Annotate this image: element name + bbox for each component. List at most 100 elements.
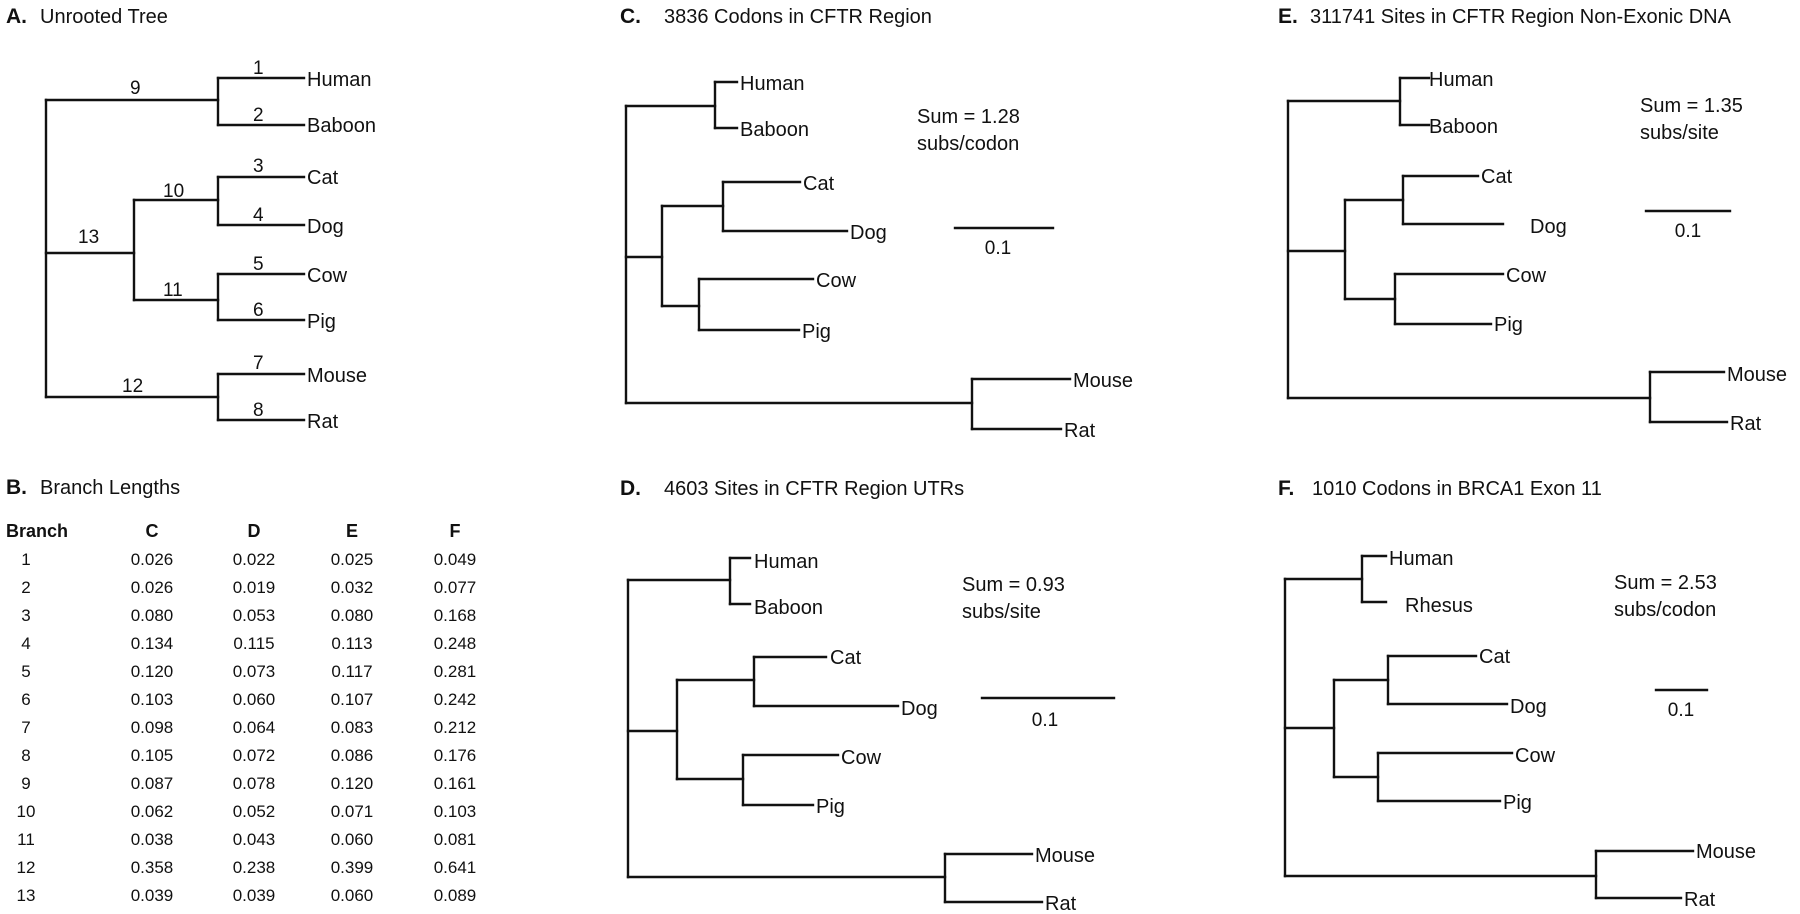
branch-id-cell: 13 xyxy=(17,886,36,905)
leaf-label: Cat xyxy=(1479,646,1511,668)
leaf-label: Pig xyxy=(307,311,336,333)
leaf-label: Human xyxy=(307,69,371,91)
branch-length-cell: 0.025 xyxy=(331,550,374,569)
branch-id-cell: 1 xyxy=(21,550,30,569)
branch-length-cell: 0.078 xyxy=(233,774,276,793)
branch-number: 7 xyxy=(253,353,264,374)
leaf-label: Mouse xyxy=(307,365,367,387)
branch-number: 10 xyxy=(163,181,184,202)
branch-id-cell: 10 xyxy=(17,802,36,821)
branch-number: 6 xyxy=(253,300,264,321)
column-header: D xyxy=(248,521,261,541)
leaf-label: Rat xyxy=(1730,413,1762,435)
panel-b-title: Branch Lengths xyxy=(40,477,180,499)
leaf-label: Baboon xyxy=(1429,116,1498,138)
panel-a: A. Unrooted Tree Human Baboon xyxy=(6,5,376,433)
branch-length-cell: 0.022 xyxy=(233,550,276,569)
branch-length-cell: 0.073 xyxy=(233,662,276,681)
sum-units: subs/site xyxy=(962,601,1041,623)
branch-length-cell: 0.087 xyxy=(131,774,174,793)
branch-length-cell: 0.071 xyxy=(331,802,374,821)
sum-label: Sum = 1.28 xyxy=(917,106,1020,128)
branch-number: 9 xyxy=(130,78,141,99)
leaf-label: Pig xyxy=(1494,314,1523,336)
leaf-label: Mouse xyxy=(1073,370,1133,392)
table-header: Branch C D E F xyxy=(6,521,461,541)
branch-length-cell: 0.242 xyxy=(434,690,477,709)
branch-length-cell: 0.064 xyxy=(233,718,276,737)
leaf-label: Mouse xyxy=(1727,364,1787,386)
leaf-label: Human xyxy=(1389,548,1453,570)
panel-c-letter: C. xyxy=(620,5,641,28)
sum-label: Sum = 0.93 xyxy=(962,574,1065,596)
leaf-label: Dog xyxy=(307,216,344,238)
branch-length-cell: 0.107 xyxy=(331,690,374,709)
branch-length-cell: 0.052 xyxy=(233,802,276,821)
leaf-label: Baboon xyxy=(754,597,823,619)
panel-e-letter: E. xyxy=(1278,5,1298,28)
branch-number: 4 xyxy=(253,205,264,226)
branch-length-cell: 0.038 xyxy=(131,830,174,849)
branch-length-cell: 0.039 xyxy=(233,886,276,905)
leaf-label: Cow xyxy=(1515,745,1556,767)
branch-length-cell: 0.103 xyxy=(434,802,477,821)
panel-f-title: 1010 Codons in BRCA1 Exon 11 xyxy=(1312,478,1602,500)
leaf-label: Rhesus xyxy=(1405,595,1473,617)
leaf-label: Cat xyxy=(803,173,835,195)
leaf-label: Dog xyxy=(850,222,887,244)
branch-length-cell: 0.032 xyxy=(331,578,374,597)
branch-id-cell: 4 xyxy=(21,634,30,653)
branch-length-cell: 0.117 xyxy=(331,662,372,681)
branch-length-cell: 0.026 xyxy=(131,550,174,569)
panel-b-letter: B. xyxy=(6,476,27,499)
panel-b: B. Branch Lengths Branch C D E F 1 0.026 0… xyxy=(6,476,476,905)
panel-e-title: 311741 Sites in CFTR Region Non-Exonic D… xyxy=(1310,6,1732,28)
leaf-label: Dog xyxy=(1530,216,1567,238)
branch-length-cell: 0.641 xyxy=(434,858,477,877)
branch-length-cell: 0.086 xyxy=(331,746,374,765)
branch-number: 8 xyxy=(253,400,264,421)
branch-length-cell: 0.077 xyxy=(434,578,477,597)
branch-id-cell: 11 xyxy=(17,830,35,849)
column-header: C xyxy=(146,521,159,541)
branch-length-cell: 0.062 xyxy=(131,802,174,821)
branch-length-cell: 0.043 xyxy=(233,830,276,849)
branch-length-cell: 0.358 xyxy=(131,858,174,877)
branch-length-cell: 0.105 xyxy=(131,746,174,765)
leaf-label: Rat xyxy=(1684,889,1716,911)
panel-f: F. 1010 Codons in BRCA1 Exon 11 Human xyxy=(1278,477,1756,911)
leaf-label: Cat xyxy=(307,167,339,189)
branch-length-cell: 0.176 xyxy=(434,746,477,765)
leaf-label: Human xyxy=(740,73,804,95)
branch-length-cell: 0.019 xyxy=(233,578,276,597)
sum-units: subs/codon xyxy=(1614,599,1716,621)
branch-length-cell: 0.083 xyxy=(331,718,374,737)
branch-number: 3 xyxy=(253,156,264,177)
leaf-label: Mouse xyxy=(1696,841,1756,863)
branch-length-cell: 0.238 xyxy=(233,858,276,877)
panel-e: E. 311741 Sites in CFTR Region Non-Exoni… xyxy=(1278,5,1787,435)
panel-f-letter: F. xyxy=(1278,477,1294,500)
sum-label: Sum = 2.53 xyxy=(1614,572,1717,594)
leaf-label: Human xyxy=(1429,69,1493,91)
panel-c-title: 3836 Codons in CFTR Region xyxy=(664,6,932,28)
scale-bar-label: 0.1 xyxy=(1668,700,1694,721)
column-header: F xyxy=(450,521,461,541)
branch-id-cell: 9 xyxy=(21,774,30,793)
leaf-label: Baboon xyxy=(740,119,809,141)
table-row: 10 0.062 0.052 0.071 0.103 xyxy=(17,802,477,821)
branch-number: 12 xyxy=(122,376,143,397)
column-header: Branch xyxy=(6,521,68,541)
branch-number: 5 xyxy=(253,254,264,275)
leaf-label: Human xyxy=(754,551,818,573)
leaf-label: Cow xyxy=(841,747,882,769)
